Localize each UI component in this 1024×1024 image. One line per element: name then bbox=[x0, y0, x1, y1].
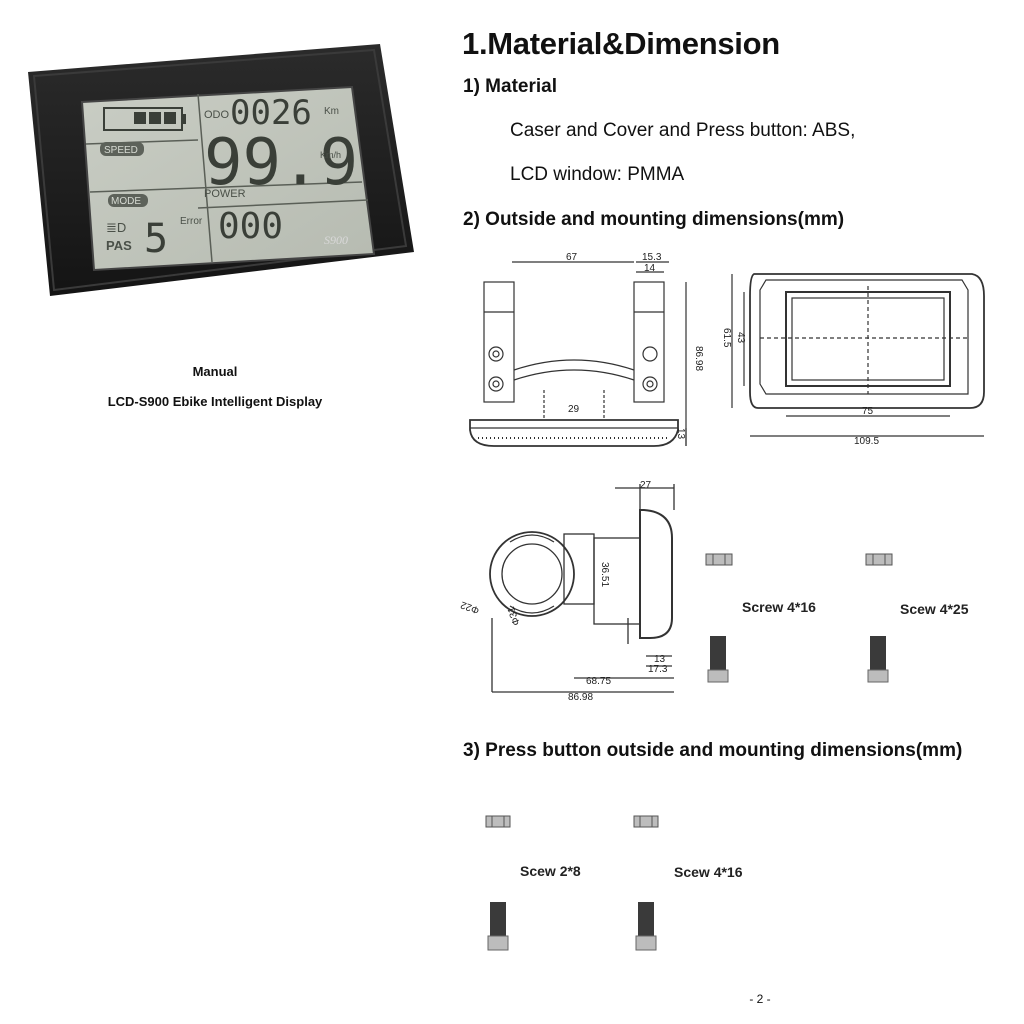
speed-unit: Km/h bbox=[320, 150, 341, 160]
dim-43: 43 bbox=[735, 332, 746, 344]
pas-label: PAS bbox=[106, 238, 132, 253]
dim-61-5: 61.5 bbox=[722, 328, 732, 348]
screw-nut-icon bbox=[633, 815, 659, 828]
screw-nut-icon bbox=[705, 553, 733, 566]
dim-phi-22: Φ22 bbox=[460, 598, 481, 615]
section-number: 1. bbox=[462, 26, 488, 61]
dim-86-98: 86.98 bbox=[693, 346, 704, 371]
dim-29: 29 bbox=[568, 404, 580, 415]
manual-title: Manual bbox=[192, 364, 238, 379]
screws-section-2: Screw 4*16 Scew 4*25 bbox=[700, 548, 1000, 688]
brand-label: S900 bbox=[324, 233, 348, 247]
material-line-2: LCD window: PMMA bbox=[510, 164, 685, 185]
odo-unit: Km bbox=[324, 106, 339, 117]
dim-67: 67 bbox=[566, 252, 578, 263]
dim-86-98-side: 86.98 bbox=[568, 692, 593, 703]
odo-label: ODO bbox=[204, 109, 230, 121]
battery-icon bbox=[103, 107, 186, 131]
speed-label: SPEED bbox=[104, 145, 138, 156]
dim-phi-31: Φ31 bbox=[506, 605, 523, 627]
bolt-icon bbox=[867, 636, 889, 683]
screws-section-3: Scew 2*8 Scew 4*16 bbox=[478, 812, 778, 962]
dim-27: 27 bbox=[640, 480, 652, 491]
screw-nut-icon bbox=[865, 553, 893, 566]
pas-value: 5 bbox=[144, 216, 168, 262]
bolt-icon bbox=[707, 636, 729, 683]
manual-subtitle: LCD-S900 Ebike Intelligent Display bbox=[107, 394, 323, 409]
side-view-drawing: 27 36.51 Φ22 Φ31 13 17.3 68.75 86.98 bbox=[460, 478, 690, 708]
screw-label-4x25: Scew 4*25 bbox=[900, 601, 969, 617]
front-view-drawing: 67 15.3 14 29 86.98 13 bbox=[464, 250, 704, 450]
lcd-display-photo: ODO 0026 Km SPEED 99.9 Km/h POWER MODE 5… bbox=[22, 42, 422, 302]
screw-label-2x8: Scew 2*8 bbox=[520, 863, 581, 879]
section-title: 1.Material&Dimension bbox=[462, 26, 780, 62]
screw-label-4x16-btn: Scew 4*16 bbox=[674, 864, 743, 880]
dim-17-3: 17.3 bbox=[648, 664, 668, 675]
screw-label-4x16: Screw 4*16 bbox=[742, 599, 816, 615]
dim-13: 13 bbox=[675, 428, 686, 440]
dim-109-5: 109.5 bbox=[854, 436, 879, 447]
bolt-icon bbox=[635, 902, 657, 951]
odo-value: 0026 bbox=[230, 93, 312, 133]
dim-14: 14 bbox=[644, 263, 656, 274]
screw-nut-icon bbox=[485, 815, 511, 828]
power-label: POWER bbox=[204, 188, 246, 200]
material-line-1: Caser and Cover and Press button: ABS, bbox=[510, 120, 856, 141]
speed-value: 99.9 bbox=[204, 126, 358, 200]
bolt-icon bbox=[487, 902, 509, 951]
dim-75: 75 bbox=[862, 406, 874, 417]
page-number: - 2 - bbox=[749, 992, 771, 1006]
error-label: Error bbox=[180, 216, 203, 227]
dim-68-75: 68.75 bbox=[586, 676, 611, 687]
press-button-heading: 3) Press button outside and mounting dim… bbox=[463, 740, 963, 761]
dim-15-3: 15.3 bbox=[642, 252, 662, 263]
dimensions-heading: 2) Outside and mounting dimensions(mm) bbox=[463, 209, 845, 230]
headlight-icon: ≣D bbox=[106, 220, 126, 235]
error-value: 000 bbox=[218, 206, 283, 247]
dim-36-51: 36.51 bbox=[599, 562, 610, 587]
material-heading: 1) Material bbox=[463, 76, 557, 97]
dim-13-side: 13 bbox=[654, 654, 666, 665]
section-title-text: Material&Dimension bbox=[487, 26, 780, 61]
mode-label: MODE bbox=[111, 196, 141, 207]
top-view-drawing: 61.5 43 75 109.5 bbox=[722, 266, 992, 448]
